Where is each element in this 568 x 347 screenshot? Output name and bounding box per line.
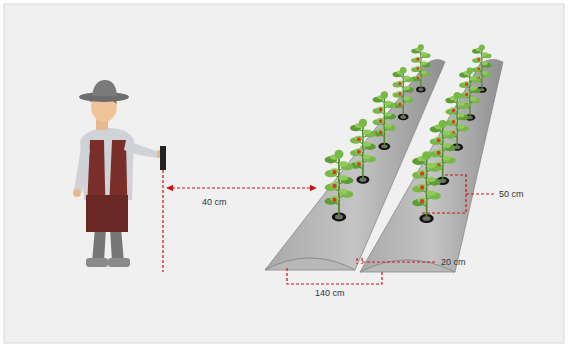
- dimension-bracket: [287, 268, 382, 284]
- tomato-plant: [325, 150, 354, 222]
- dimension-label: 40 cm: [200, 197, 229, 208]
- dimension-bracket: [357, 258, 436, 264]
- tomato-plant: [393, 67, 414, 120]
- dimension-bracket: [420, 175, 494, 213]
- dimension-label: 50 cm: [497, 189, 526, 200]
- raised-bed: [360, 59, 503, 272]
- farmer: [73, 80, 164, 267]
- dimension-label: 140 cm: [313, 288, 347, 299]
- dimension-label: 20 cm: [439, 257, 468, 268]
- tomato-plant: [412, 151, 441, 223]
- tomato-plant: [472, 44, 491, 92]
- tomato-plant: [459, 67, 480, 120]
- tomato-plant: [373, 91, 397, 150]
- background: [4, 4, 564, 343]
- tomato-plant: [445, 92, 469, 151]
- tomato-plant: [411, 44, 430, 92]
- dimension-line: [167, 187, 316, 188]
- measuring-stick: [160, 146, 166, 170]
- tomato-plant: [350, 119, 376, 184]
